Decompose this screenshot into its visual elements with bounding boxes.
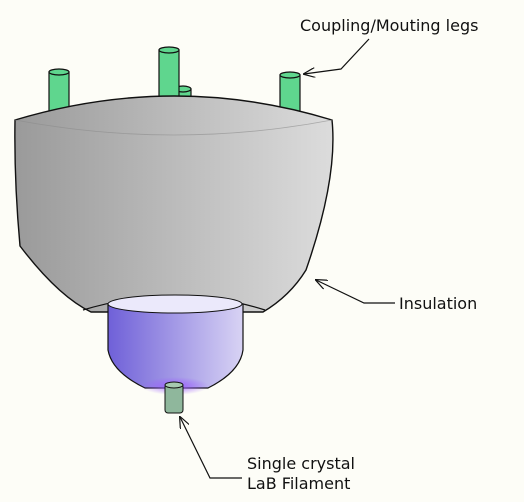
leg-right (279, 71, 301, 114)
insulation-rim-shade (14, 119, 333, 136)
filament-label-line1: Single crystal (247, 454, 355, 473)
filament-label-line2: LaB Filament (247, 474, 350, 493)
cathode-top-rim (107, 294, 243, 314)
insulation-leader-arrow (316, 280, 395, 304)
filament-leader-arrow (180, 417, 242, 479)
legs-leader-arrow (304, 38, 370, 74)
legs-label: Coupling/Mouting legs (300, 16, 478, 35)
insulation (14, 95, 334, 313)
lab-filament (164, 381, 184, 414)
insulation-label: Insulation (399, 294, 477, 313)
cathode-cup (107, 294, 244, 395)
leg-left (48, 68, 70, 118)
